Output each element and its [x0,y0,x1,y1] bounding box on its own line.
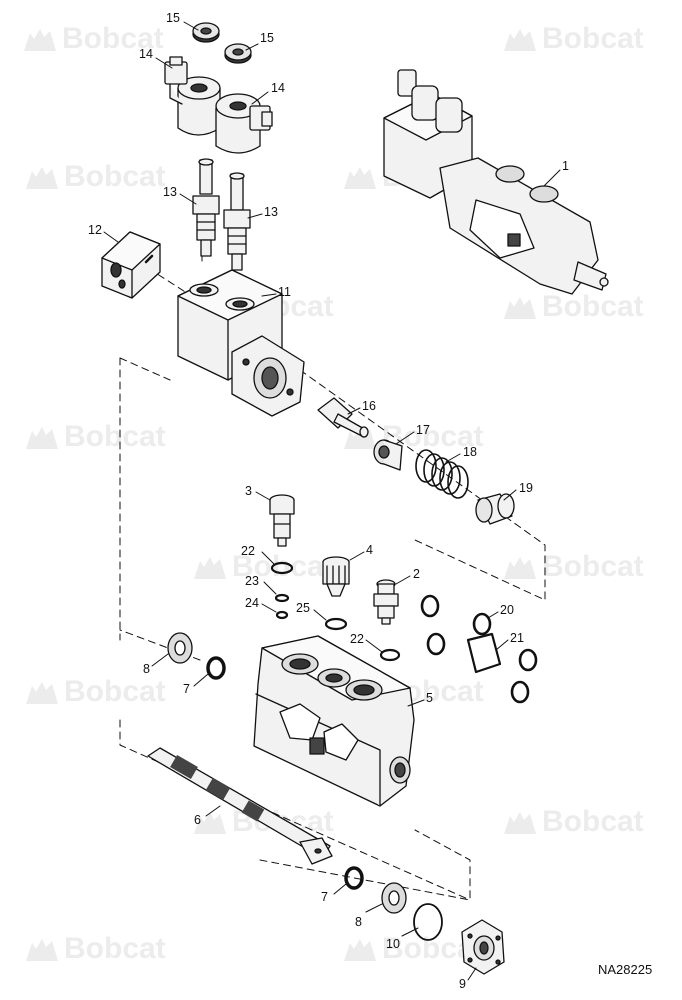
callout-5: 5 [426,691,433,705]
part-2-relief-cartridge [373,579,399,625]
bobcat-watermark: Bobcat [22,932,166,966]
callout-3: 3 [245,484,252,498]
bobcat-logo-icon [504,557,536,580]
part-22-o-ring-lower [379,648,401,662]
callout-25: 25 [296,601,310,615]
part-11-solenoid-valve-body [177,269,305,417]
part-4-check-valve [322,556,350,597]
part-23-o-ring [274,593,290,603]
callout-10: 10 [386,937,400,951]
part-13-solenoid-cartridge-left [192,158,220,257]
part-18-return-spring [415,449,469,499]
part-3-relief-valve [269,494,295,547]
bobcat-logo-icon [26,427,58,450]
part-14-solenoid-coil-right [215,93,273,154]
bobcat-watermark: Bobcat [500,550,644,584]
callout-8: 8 [143,662,150,676]
part-22-o-ring-upper [270,561,294,575]
callout-11: 11 [278,285,291,299]
part-24-o-ring [275,610,289,620]
bobcat-logo-icon [344,939,376,962]
bobcat-logo-icon [194,812,226,835]
callout-22: 22 [241,544,255,558]
bobcat-logo-icon [194,557,226,580]
part-25-o-ring [324,617,348,631]
callout-15: 15 [166,11,180,25]
callout-15: 15 [260,31,274,45]
part-20-o-ring-set [420,594,538,704]
bobcat-watermark: Bobcat [22,675,166,709]
bobcat-logo-icon [26,682,58,705]
part-13-solenoid-cartridge-right [223,172,251,271]
part-9-end-cap [461,919,505,975]
leader-lines [103,21,561,981]
callout-23: 23 [245,574,259,588]
callout-13: 13 [264,205,278,219]
part-1-valve-assembly [383,69,609,295]
part-10-o-ring [413,903,443,941]
callout-2: 2 [413,567,420,581]
bobcat-logo-icon [504,29,536,52]
callout-4: 4 [366,543,373,557]
bobcat-logo-icon [504,297,536,320]
part-21-square-seal [466,632,502,674]
callout-6: 6 [194,813,201,827]
callout-1: 1 [562,159,569,173]
bobcat-logo-icon [26,167,58,190]
part-7-snap-ring-upper [206,656,226,680]
callout-14: 14 [139,47,153,61]
callout-7: 7 [321,890,328,904]
part-7-snap-ring-lower [344,866,364,890]
callout-24: 24 [245,596,259,610]
callout-7: 7 [183,682,190,696]
bobcat-watermark: Bobcat [500,22,644,56]
bobcat-logo-icon [504,812,536,835]
callout-9: 9 [459,977,466,991]
callout-14: 14 [271,81,285,95]
bobcat-watermark: Bobcat [22,420,166,454]
part-5-valve-section-body [253,635,415,807]
part-19-spring-cup [475,493,515,525]
part-15-seal-left [192,22,220,43]
drawing-code: NA28225 [598,962,653,977]
callout-17: 17 [416,423,430,437]
callout-22: 22 [350,632,364,646]
callout-13: 13 [163,185,177,199]
bobcat-watermark: Bobcat [500,805,644,839]
callout-20: 20 [500,603,514,617]
part-15-seal-right [224,43,252,64]
callout-12: 12 [88,223,102,237]
bobcat-watermark: Bobcat [190,550,334,584]
part-14-solenoid-coil-left [164,56,221,136]
bobcat-logo-icon [26,939,58,962]
callout-19: 19 [519,481,533,495]
part-8-washer-upper [167,632,193,664]
part-16-valve-spool [317,397,369,438]
part-17-spring-retainer [373,439,403,471]
bobcat-watermark: Bobcat [20,22,164,56]
bobcat-logo-icon [344,167,376,190]
bobcat-watermark: Bobcat [22,160,166,194]
bobcat-watermark: Bobcat [500,290,644,324]
part-6-main-spool [147,747,333,865]
part-12-adapter-plate [101,231,161,299]
callout-8: 8 [355,915,362,929]
part-8-washer-lower [381,882,407,914]
callout-16: 16 [362,399,376,413]
bobcat-logo-icon [24,29,56,52]
callout-18: 18 [463,445,477,459]
callout-21: 21 [510,631,524,645]
